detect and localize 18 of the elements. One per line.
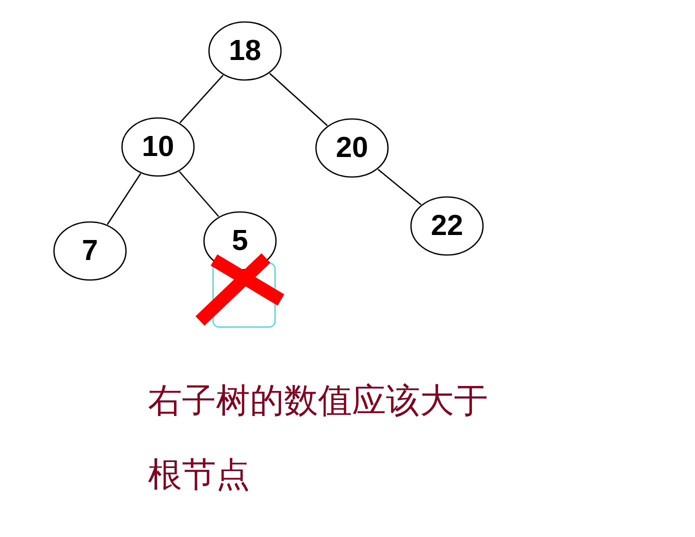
node-value: 5	[232, 224, 248, 258]
tree-node	[208, 21, 282, 81]
tree-node	[121, 117, 195, 177]
tree-node	[410, 196, 484, 256]
note-text: 右子树的数值应该大于根节点	[148, 380, 489, 497]
tree-edge	[269, 72, 328, 126]
tree-edge	[378, 168, 422, 206]
tree-edge	[179, 74, 224, 124]
node-value: 18	[228, 34, 262, 68]
node-value: 20	[336, 132, 368, 164]
tree-edge	[178, 171, 220, 217]
node-value: 22	[430, 210, 464, 242]
node-value: 10	[142, 130, 174, 164]
node-value: 7	[82, 234, 98, 268]
tree-node	[203, 211, 277, 271]
tree-node	[315, 118, 389, 178]
tree-node	[53, 221, 127, 281]
tree-edge	[106, 173, 142, 225]
